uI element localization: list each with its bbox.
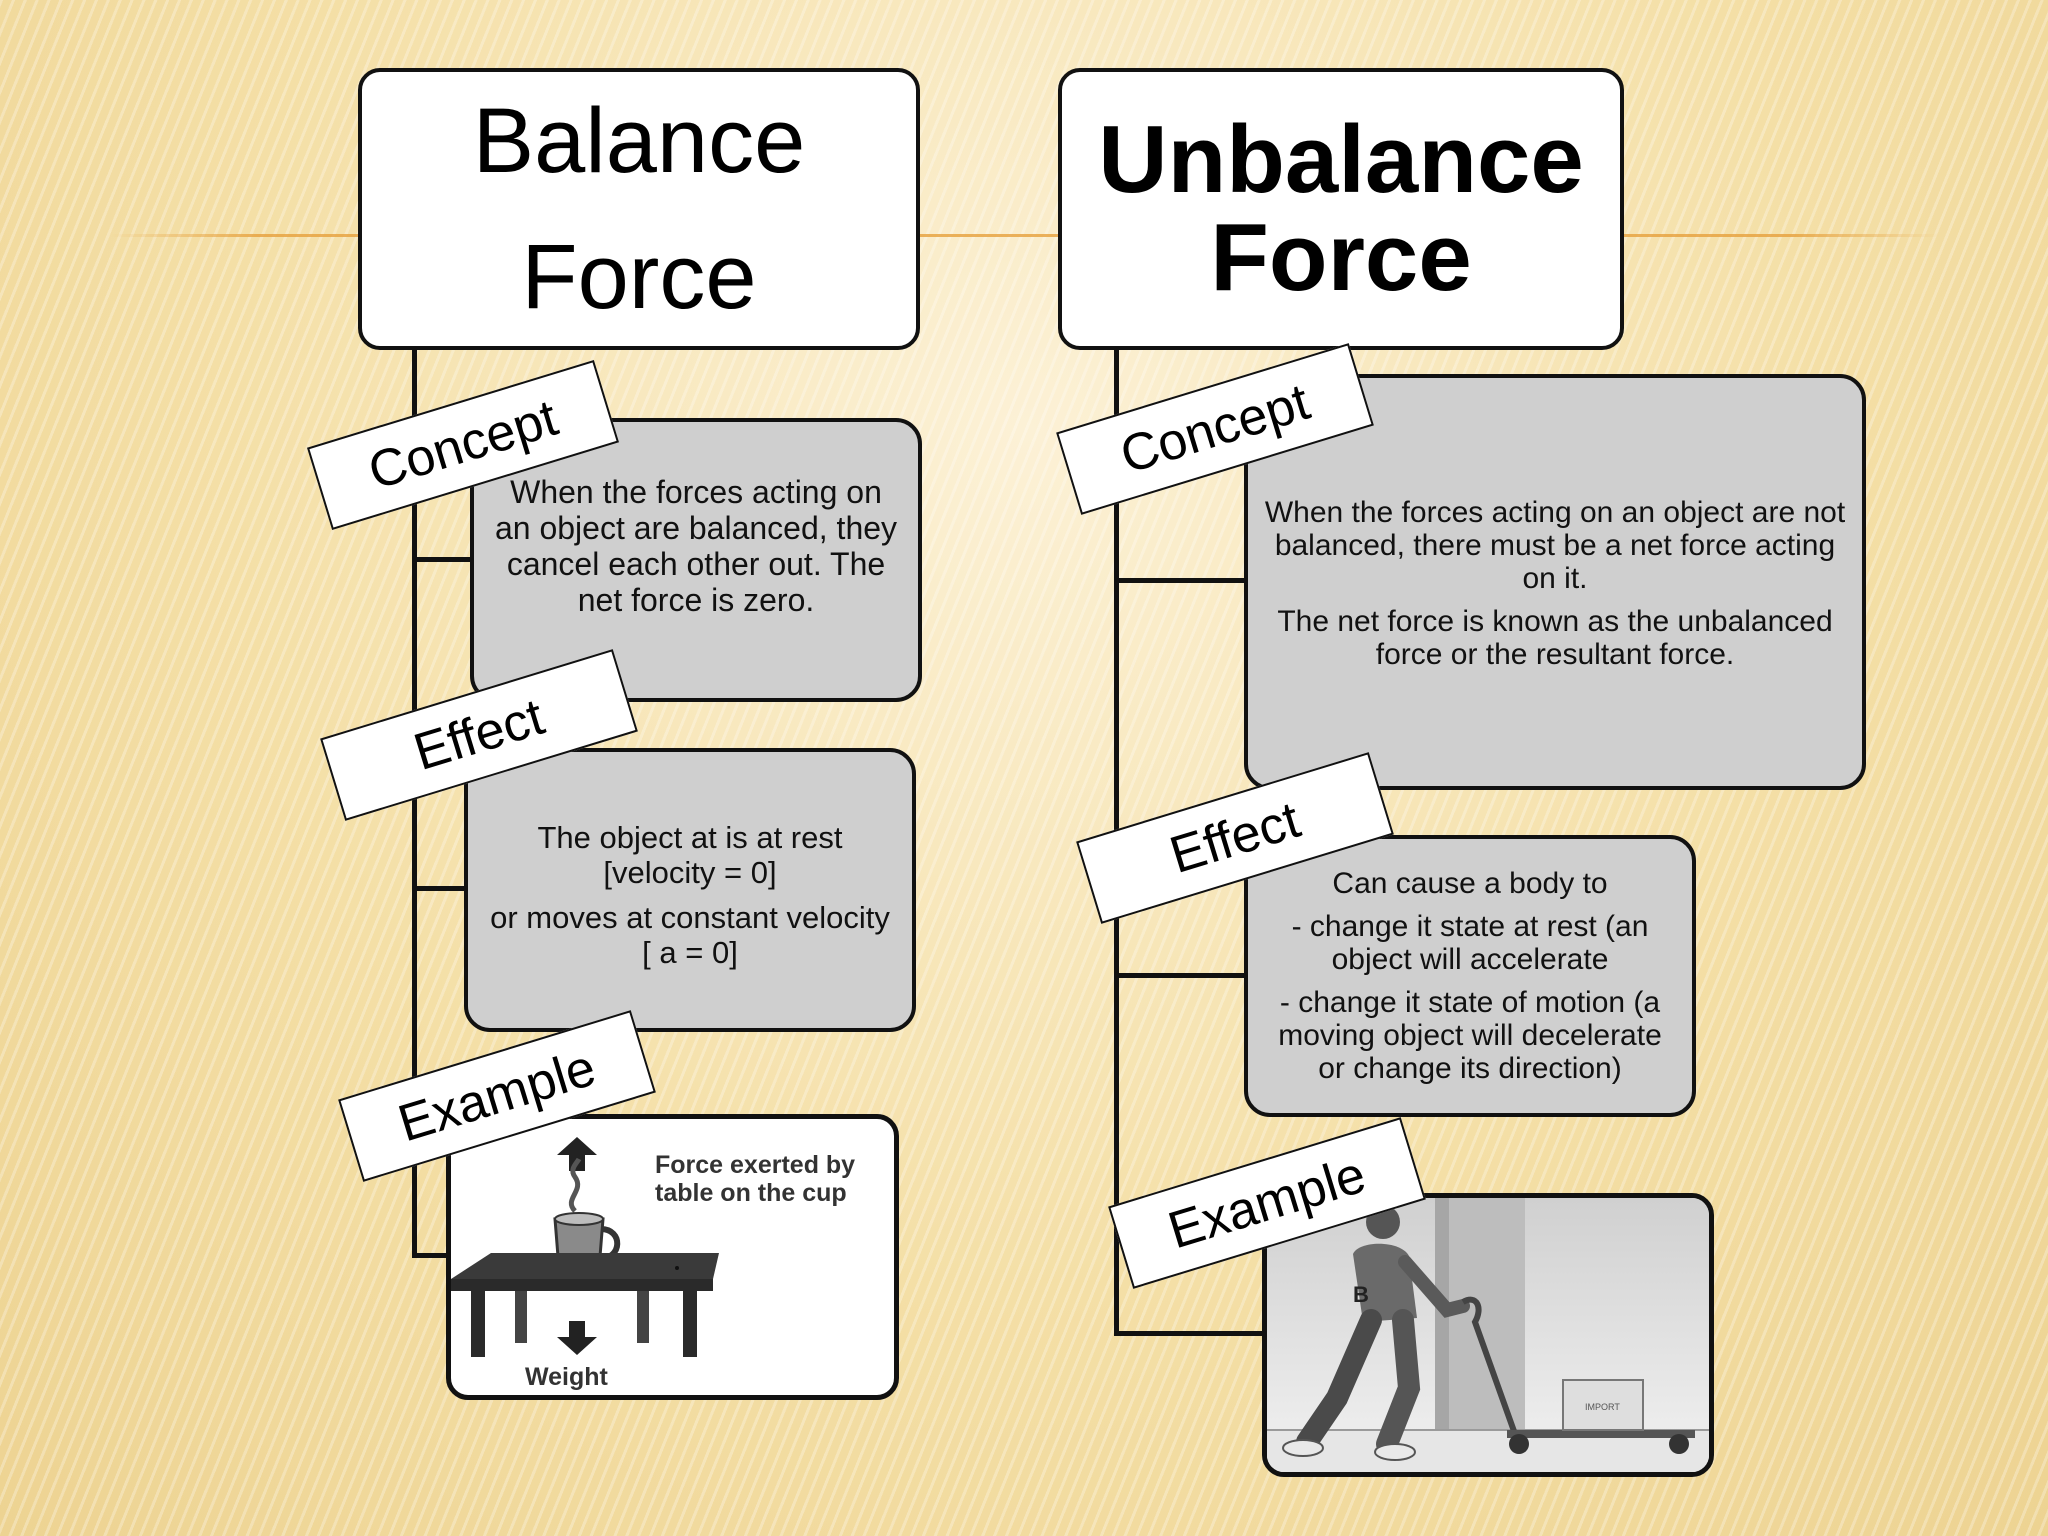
trolley-wheel: [1509, 1434, 1529, 1454]
decorative-line: [110, 234, 1940, 237]
weight-caption: Weight: [525, 1363, 609, 1391]
down-arrow-icon: [557, 1321, 597, 1355]
title-line-2: Force: [1210, 204, 1472, 311]
force-caption-line-2: table on the cup: [655, 1179, 847, 1207]
unbalance-concept-text-1: When the forces acting on an object are …: [1264, 496, 1846, 595]
table-leg: [471, 1291, 485, 1357]
right-connector-effect: [1114, 973, 1246, 978]
unbalance-effect-box: Can cause a body to - change it state at…: [1244, 835, 1696, 1117]
left-connector-example: [412, 1253, 452, 1258]
unbalance-force-title: Unbalance Force: [1058, 68, 1624, 350]
table-leg: [683, 1291, 697, 1357]
left-connector-concept: [412, 557, 472, 562]
title-line-1: Unbalance: [1098, 106, 1584, 213]
force-caption-line-1: Force exerted by: [655, 1151, 855, 1179]
person-shirt-letter: B: [1353, 1282, 1369, 1307]
left-connector-effect: [412, 886, 467, 891]
cargo-box-text: IMPORT: [1585, 1402, 1620, 1412]
up-arrow-icon: [557, 1137, 597, 1171]
balance-effect-text-2: or moves at constant velocity [ a = 0]: [490, 900, 890, 970]
balance-effect-text-1: The object at is at rest [velocity = 0]: [537, 820, 843, 890]
balance-concept-box: When the forces acting on an object are …: [470, 418, 922, 702]
trolley-wheel: [1669, 1434, 1689, 1454]
person-leg: [1376, 1309, 1421, 1455]
person-pushing-trolley-illustration: B IMPORT: [1267, 1198, 1709, 1472]
steam-icon: [568, 1157, 582, 1213]
cup-on-table-illustration: Force exerted by table on the cup Weight: [451, 1137, 855, 1391]
unbalance-concept-box: When the forces acting on an object are …: [1244, 374, 1866, 790]
table-leg: [515, 1291, 527, 1343]
trolley-handle: [1461, 1296, 1518, 1436]
unbalance-effect-text-3: - change it state of motion (a moving ob…: [1278, 986, 1662, 1085]
person-leg: [1296, 1309, 1382, 1453]
balance-example-image: Force exerted by table on the cup Weight: [446, 1114, 899, 1400]
cargo-box: [1562, 1379, 1644, 1431]
unbalance-effect-text-2: - change it state at rest (an object wil…: [1291, 910, 1649, 976]
balance-concept-text: When the forces acting on an object are …: [494, 474, 898, 618]
balance-force-title: Balance Force: [358, 68, 920, 350]
left-connector-trunk: [412, 350, 417, 1258]
title-line-2: Force: [521, 226, 757, 328]
balance-effect-box: The object at is at rest [velocity = 0] …: [464, 748, 916, 1032]
trolley-base: [1507, 1430, 1695, 1438]
unbalance-effect-text-1: Can cause a body to: [1332, 867, 1608, 900]
right-connector-example: [1114, 1331, 1264, 1336]
table-leg: [637, 1291, 649, 1343]
title-line-1: Balance: [472, 90, 806, 192]
unbalance-example-image: B IMPORT: [1262, 1193, 1714, 1477]
unbalance-concept-text-2: The net force is known as the unbalanced…: [1277, 605, 1833, 671]
right-connector-concept: [1114, 578, 1246, 583]
table-top: [451, 1253, 719, 1279]
